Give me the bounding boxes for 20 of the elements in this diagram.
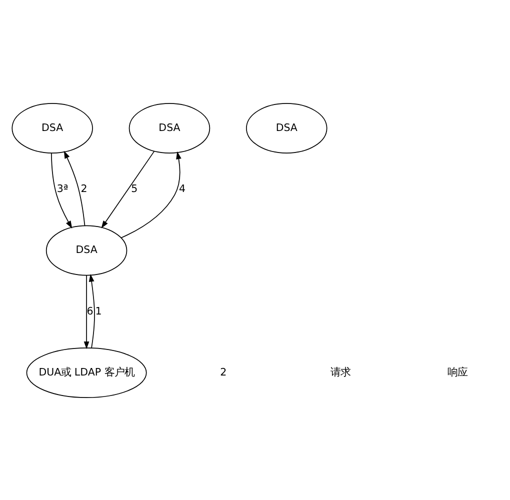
node-ellipse: DSA [246, 102, 328, 153]
arrow [51, 152, 72, 228]
node-ellipse: DSA [12, 102, 93, 153]
arrow [64, 150, 86, 226]
edge-label: 3ª [56, 182, 68, 195]
edge-label: 6 [86, 304, 94, 317]
label: 请求 [330, 366, 351, 378]
edge-label: 2 [80, 182, 88, 195]
label: 响应 [448, 366, 468, 378]
arrow [84, 274, 90, 349]
node-ellipse: DUA或 LDAP 客户机 [26, 347, 147, 398]
arrow [101, 150, 155, 228]
edge-label: 4 [179, 182, 186, 195]
edge-label: 5 [131, 182, 138, 195]
node-ellipse: DSA [128, 102, 210, 153]
arrow [88, 273, 95, 348]
label: 2 [220, 366, 227, 378]
node-ellipse: DSA [46, 224, 128, 276]
edge-label: 1 [95, 304, 102, 317]
arrow [120, 150, 182, 238]
